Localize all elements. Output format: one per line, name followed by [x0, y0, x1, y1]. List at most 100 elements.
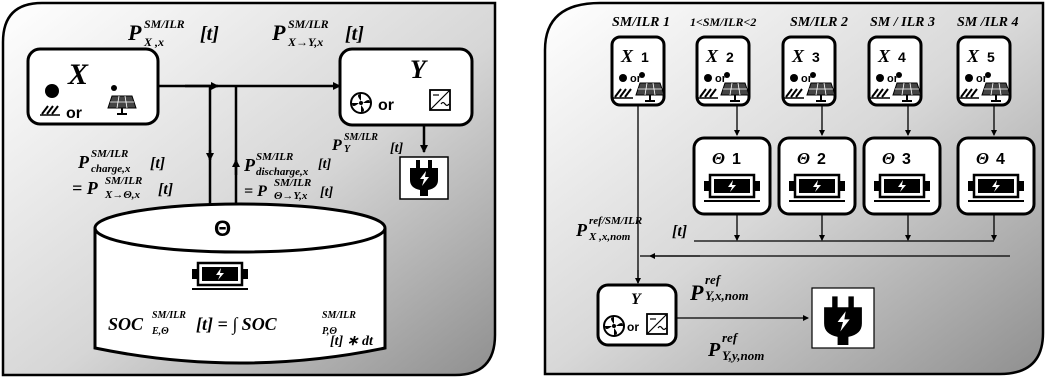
svg-text:E,Θ: E,Θ: [151, 326, 169, 337]
svg-text:P: P: [707, 339, 721, 361]
svg-text:SM/ILR: SM/ILR: [152, 310, 186, 321]
svg-text:Y: Y: [344, 144, 351, 155]
svg-text:[t]: [t]: [200, 23, 219, 45]
svg-text:P: P: [689, 280, 704, 305]
svg-text:Y,y,nom: Y,y,nom: [722, 348, 764, 363]
svg-text:SM/ILR: SM/ILR: [256, 151, 293, 163]
svg-text:or: or: [887, 73, 899, 85]
load-y-or-right: or: [627, 320, 639, 334]
label-p-charge: P SM/ILR charge,x [t] = P SM/ILR X→Θ,x […: [72, 148, 173, 201]
fan-icon-right: [603, 315, 625, 337]
svg-text:[t]: [t]: [158, 181, 173, 198]
svg-text:or: or: [801, 73, 813, 85]
svg-text:1: 1: [641, 49, 649, 65]
source-x-or: or: [66, 105, 82, 122]
svg-text:4: 4: [996, 151, 1005, 168]
svg-text:P: P: [127, 20, 142, 45]
header-sm-ilr-4: SM /ILR 4: [957, 15, 1018, 30]
header-sm-ilr-3: SM / ILR 3: [870, 15, 935, 30]
label-p-x-to-y: P SM/ILR X→Y,x [t]: [271, 17, 364, 49]
soc-equation: SOC SM/ILR E,Θ [t] = ∫ SOC SM/ILR P,Θ [t…: [108, 310, 374, 349]
source-x-symbol: X: [67, 58, 89, 91]
svg-text:P: P: [331, 137, 342, 154]
svg-text:[t]: [t]: [345, 23, 364, 45]
svg-text:X ,x: X ,x: [143, 35, 164, 49]
svg-text:Θ: Θ: [976, 149, 989, 168]
svg-text:[t]: [t]: [672, 223, 687, 240]
inverter-icon: [429, 89, 451, 111]
svg-text:[t]: [t]: [320, 185, 334, 200]
label-p-y: P SM/ILR Y [t]: [331, 132, 404, 156]
svg-text:X: X: [966, 46, 980, 66]
dot-icon: [45, 84, 59, 98]
svg-text:SM/ILR: SM/ILR: [288, 17, 329, 31]
theta-box-4: Θ 4: [956, 136, 1036, 216]
x-box-3: X 3 or: [781, 35, 837, 107]
header-sm-ilr-2: SM/ILR 2: [790, 15, 848, 30]
storage-theta-symbol: Θ: [214, 216, 231, 241]
svg-text:X→Θ,x: X→Θ,x: [104, 189, 140, 201]
svg-text:[t]: [t]: [318, 157, 332, 172]
label-p-ref-x-nom: P ref/SM/ILR X ,x,nom [t]: [575, 215, 687, 243]
svg-text:P: P: [77, 152, 90, 172]
x-box-4: X 4 or: [867, 35, 923, 107]
x-box-1: X 1 or: [610, 35, 666, 107]
svg-text:SOC: SOC: [108, 314, 144, 334]
svg-text:X: X: [705, 46, 719, 66]
svg-text:or: or: [976, 73, 988, 85]
svg-text:P: P: [271, 20, 286, 45]
svg-text:Θ: Θ: [797, 149, 810, 168]
load-y-symbol: Y: [410, 55, 428, 84]
header-sm-ilr-1: SM/ILR 1: [612, 15, 670, 30]
svg-text:or: or: [630, 73, 642, 85]
battery-icon: [190, 261, 250, 291]
svg-text:X: X: [791, 46, 805, 66]
svg-text:discharge,x: discharge,x: [256, 166, 309, 178]
svg-text:X→Y,x: X→Y,x: [287, 35, 323, 49]
right-panel: SM/ILR 1 1<SM/ILR<2 SM/ILR 2 SM / ILR 3 …: [543, 1, 1045, 376]
theta-box-3: Θ 3: [862, 136, 942, 216]
svg-text:X ,x,nom: X ,x,nom: [588, 231, 631, 243]
theta-box-2: Θ 2: [777, 136, 857, 216]
svg-text:[t]: [t]: [390, 141, 404, 156]
svg-text:ref/SM/ILR: ref/SM/ILR: [589, 215, 642, 227]
label-p-x-x: P SM/ILR X ,x [t]: [127, 17, 219, 49]
svg-text:P: P: [575, 220, 588, 240]
svg-text:SM/ILR: SM/ILR: [105, 175, 142, 187]
svg-text:[t] = ∫ SOC: [t] = ∫ SOC: [196, 314, 278, 335]
svg-text:SM/ILR: SM/ILR: [322, 310, 356, 321]
svg-text:X: X: [877, 46, 891, 66]
header-sm-ilr-1-2: 1<SM/ILR<2: [690, 15, 756, 29]
svg-text:1: 1: [732, 151, 741, 168]
label-p-ref-y-y-nom: P ref Y,y,nom: [707, 330, 764, 363]
svg-text:or: or: [715, 73, 727, 85]
svg-text:Θ: Θ: [712, 149, 725, 168]
inverter-icon-right: [646, 313, 668, 335]
svg-text:Θ→Y,x: Θ→Y,x: [274, 190, 308, 202]
label-p-discharge: P SM/ILR discharge,x [t] = P SM/ILR Θ→Y,…: [243, 151, 334, 202]
svg-text:X: X: [620, 46, 634, 66]
svg-text:4: 4: [898, 49, 906, 65]
svg-text:[t] ∗ dt: [t] ∗ dt: [330, 334, 374, 349]
svg-text:2: 2: [817, 151, 826, 168]
load-y-or: or: [378, 97, 394, 114]
svg-text:P: P: [243, 155, 256, 175]
svg-text:= P: = P: [72, 178, 99, 198]
svg-text:SM/ILR: SM/ILR: [144, 17, 185, 31]
svg-text:2: 2: [726, 49, 734, 65]
fan-icon: [350, 92, 372, 114]
svg-text:P,Θ: P,Θ: [322, 326, 337, 337]
svg-text:5: 5: [987, 49, 995, 65]
svg-text:SM/ILR: SM/ILR: [274, 177, 311, 189]
x-box-5: X 5 or: [956, 35, 1012, 107]
theta-box-1: Θ 1: [692, 136, 772, 216]
storage-cylinder: [93, 202, 387, 365]
svg-text:Y,x,nom: Y,x,nom: [705, 288, 749, 303]
svg-text:= P: = P: [244, 183, 267, 200]
svg-text:ref: ref: [722, 330, 739, 345]
svg-text:3: 3: [902, 151, 911, 168]
label-p-ref-y-x-nom: P ref Y,x,nom: [689, 272, 749, 305]
svg-text:SM/ILR: SM/ILR: [344, 132, 378, 143]
svg-text:[t]: [t]: [150, 155, 165, 172]
